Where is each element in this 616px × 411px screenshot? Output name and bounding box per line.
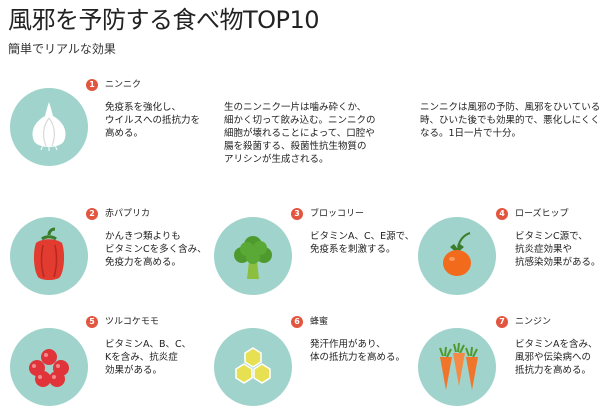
item-name: 赤パプリカ — [105, 209, 151, 219]
item-desc-note: ニンニクは風邪の予防、風邪をひいている 時、ひいた後でも効果的で、悪化しにくく … — [420, 102, 601, 139]
rank-badge: 3 — [291, 208, 303, 220]
rank-badge: 6 — [291, 316, 303, 328]
honeycomb-icon — [235, 347, 271, 384]
item-desc: ビタミンA、B、C、 Kを含み、抗炎症 効果がある。 — [105, 339, 192, 376]
rank-badge: 7 — [496, 316, 508, 328]
item-desc: ビタミンAを含み、 風邪や伝染病への 抵抗力を高める。 — [515, 339, 598, 376]
page-subtitle: 簡単でリアルな効果 — [8, 42, 116, 56]
broccoli-icon — [234, 236, 272, 279]
rank-badge: 5 — [86, 316, 98, 328]
rosehip-circle — [418, 217, 496, 295]
item-desc: 発汗作用があり、 体の抵抗力を高める。 — [310, 339, 406, 363]
page-title: 風邪を予防する食べ物TOP10 — [8, 6, 320, 34]
broccoli-circle — [214, 217, 292, 295]
garlic-icon — [32, 102, 66, 151]
rosehip-icon — [443, 232, 471, 276]
item-name: ツルコケモモ — [105, 317, 159, 327]
item-name: ニンジン — [515, 317, 552, 327]
rank-badge: 2 — [86, 208, 98, 220]
item-desc: かんきつ類よりも ビタミンCを多く含み、 免疫力を高める。 — [105, 231, 207, 268]
rank-badge: 1 — [86, 79, 98, 91]
rank-badge: 4 — [496, 208, 508, 220]
item-desc: 免疫系を強化し、 ウイルスへの抵抗力を 高める。 — [105, 102, 201, 139]
garlic-circle — [10, 88, 88, 166]
item-name: ローズヒップ — [515, 209, 569, 219]
carrot-circle — [418, 328, 496, 406]
cranberry-icon — [29, 349, 69, 387]
item-desc: ビタミンC源で、 抗炎症効果や 抗感染効果がある。 — [515, 231, 601, 268]
item-desc-detail: 生のニンニク一片は噛み砕くか、 細かく切って飲み込む。ニンニクの 細胞が壊れるこ… — [224, 102, 376, 165]
red-pepper-icon — [33, 227, 65, 280]
pepper-circle — [10, 217, 88, 295]
cranberry-circle — [10, 328, 88, 406]
item-name: 蜂蜜 — [310, 317, 329, 327]
item-name: ニンニク — [105, 80, 142, 90]
item-name: ブロッコリー — [310, 209, 365, 219]
honey-circle — [214, 328, 292, 406]
item-desc: ビタミンA、C、E源で、 免疫系を刺激する。 — [310, 231, 415, 255]
carrot-icon — [439, 342, 478, 390]
